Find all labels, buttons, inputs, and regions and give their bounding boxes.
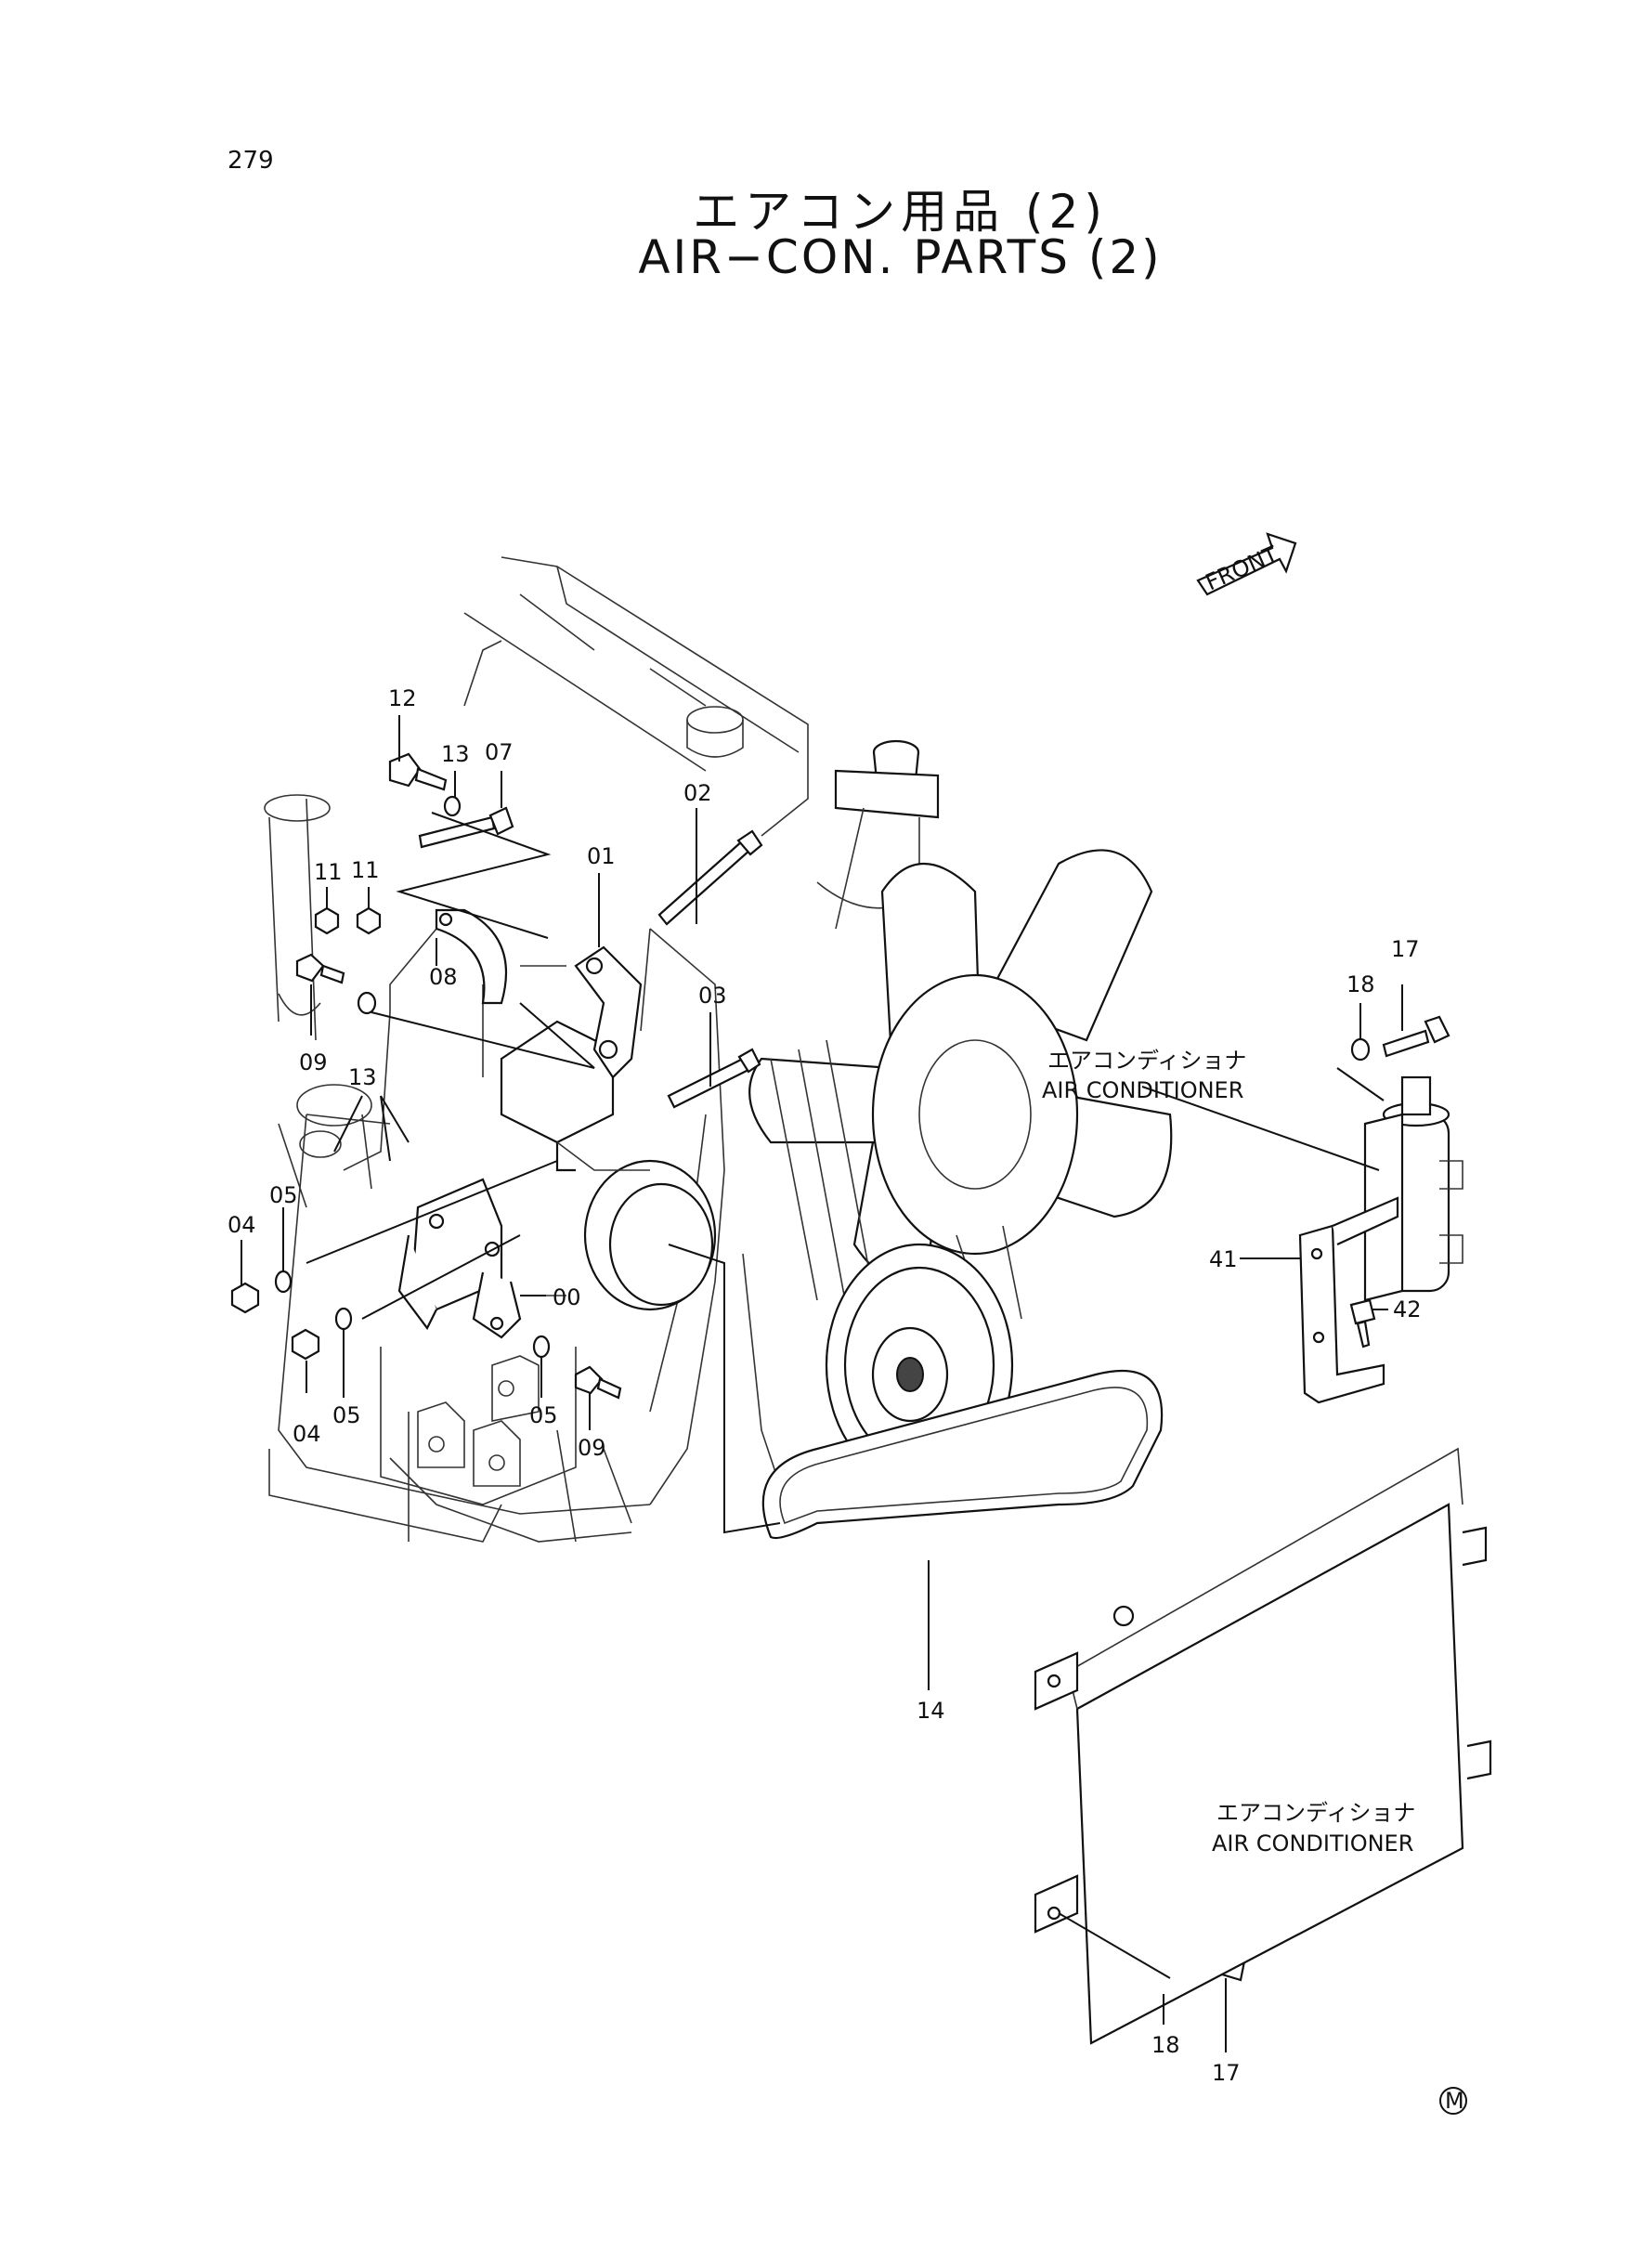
condenser-name-english: AIR CONDITIONER (1212, 1831, 1413, 1857)
callout-17: 17 (1212, 2060, 1241, 2086)
fasteners (230, 752, 1450, 1996)
ac-compressor (500, 1020, 717, 1311)
page-title-english: AIR−CON. PARTS (2) (638, 230, 1163, 284)
footer-mark-letter: M (1445, 2088, 1464, 2114)
callout-03: 03 (698, 983, 727, 1009)
receiver-drier (1363, 1075, 1463, 1302)
callout-04: 04 (293, 1421, 321, 1447)
callout-13: 13 (348, 1064, 377, 1090)
v-belt (761, 1370, 1164, 1540)
callout-02: 02 (683, 780, 712, 806)
callout-labels: 12 13 07 02 11 11 01 08 03 09 13 05 04 0… (228, 685, 1422, 2086)
callout-12: 12 (388, 685, 417, 711)
callout-42: 42 (1393, 1296, 1422, 1322)
receiver-name-japanese: エアコンディショナ (1047, 1048, 1246, 1074)
part-name-labels: エアコンディショナ AIR CONDITIONER エアコンディショナ AIR … (1042, 1048, 1415, 1857)
callout-14: 14 (917, 1698, 945, 1724)
callout-09: 09 (578, 1435, 606, 1461)
callout-01: 01 (587, 843, 616, 869)
callout-18: 18 (1346, 971, 1375, 997)
callout-04: 04 (228, 1212, 256, 1238)
tensioner-bracket (435, 908, 643, 1079)
receiver-name-english: AIR CONDITIONER (1042, 1077, 1243, 1103)
condenser-name-japanese: エアコンディショナ (1216, 1800, 1415, 1826)
page-number: 279 (228, 147, 274, 175)
callout-08: 08 (429, 964, 458, 990)
callout-09: 09 (299, 1049, 328, 1075)
front-label: FRONT (1202, 541, 1282, 595)
callout-05: 05 (529, 1402, 558, 1428)
callout-05: 05 (269, 1182, 298, 1208)
compressor-bracket (397, 1178, 566, 1339)
callout-13: 13 (441, 741, 470, 767)
leader-lines (241, 715, 1403, 2052)
callout-07: 07 (485, 739, 514, 765)
callout-18: 18 (1151, 2032, 1180, 2058)
footer-mark: M (1439, 2087, 1467, 2115)
callout-00: 00 (553, 1284, 581, 1310)
engine-mount-bosses (380, 1347, 577, 1505)
page-title-japanese: エアコン用品 (2) (693, 185, 1108, 239)
callout-11: 11 (351, 857, 380, 883)
front-arrow: FRONT (1196, 532, 1297, 595)
callout-17: 17 (1391, 936, 1420, 962)
callout-41: 41 (1209, 1246, 1238, 1272)
receiver-bracket (1298, 1196, 1399, 1404)
callout-11: 11 (314, 859, 343, 885)
callout-05: 05 (332, 1402, 361, 1428)
condenser (1034, 1447, 1492, 2045)
